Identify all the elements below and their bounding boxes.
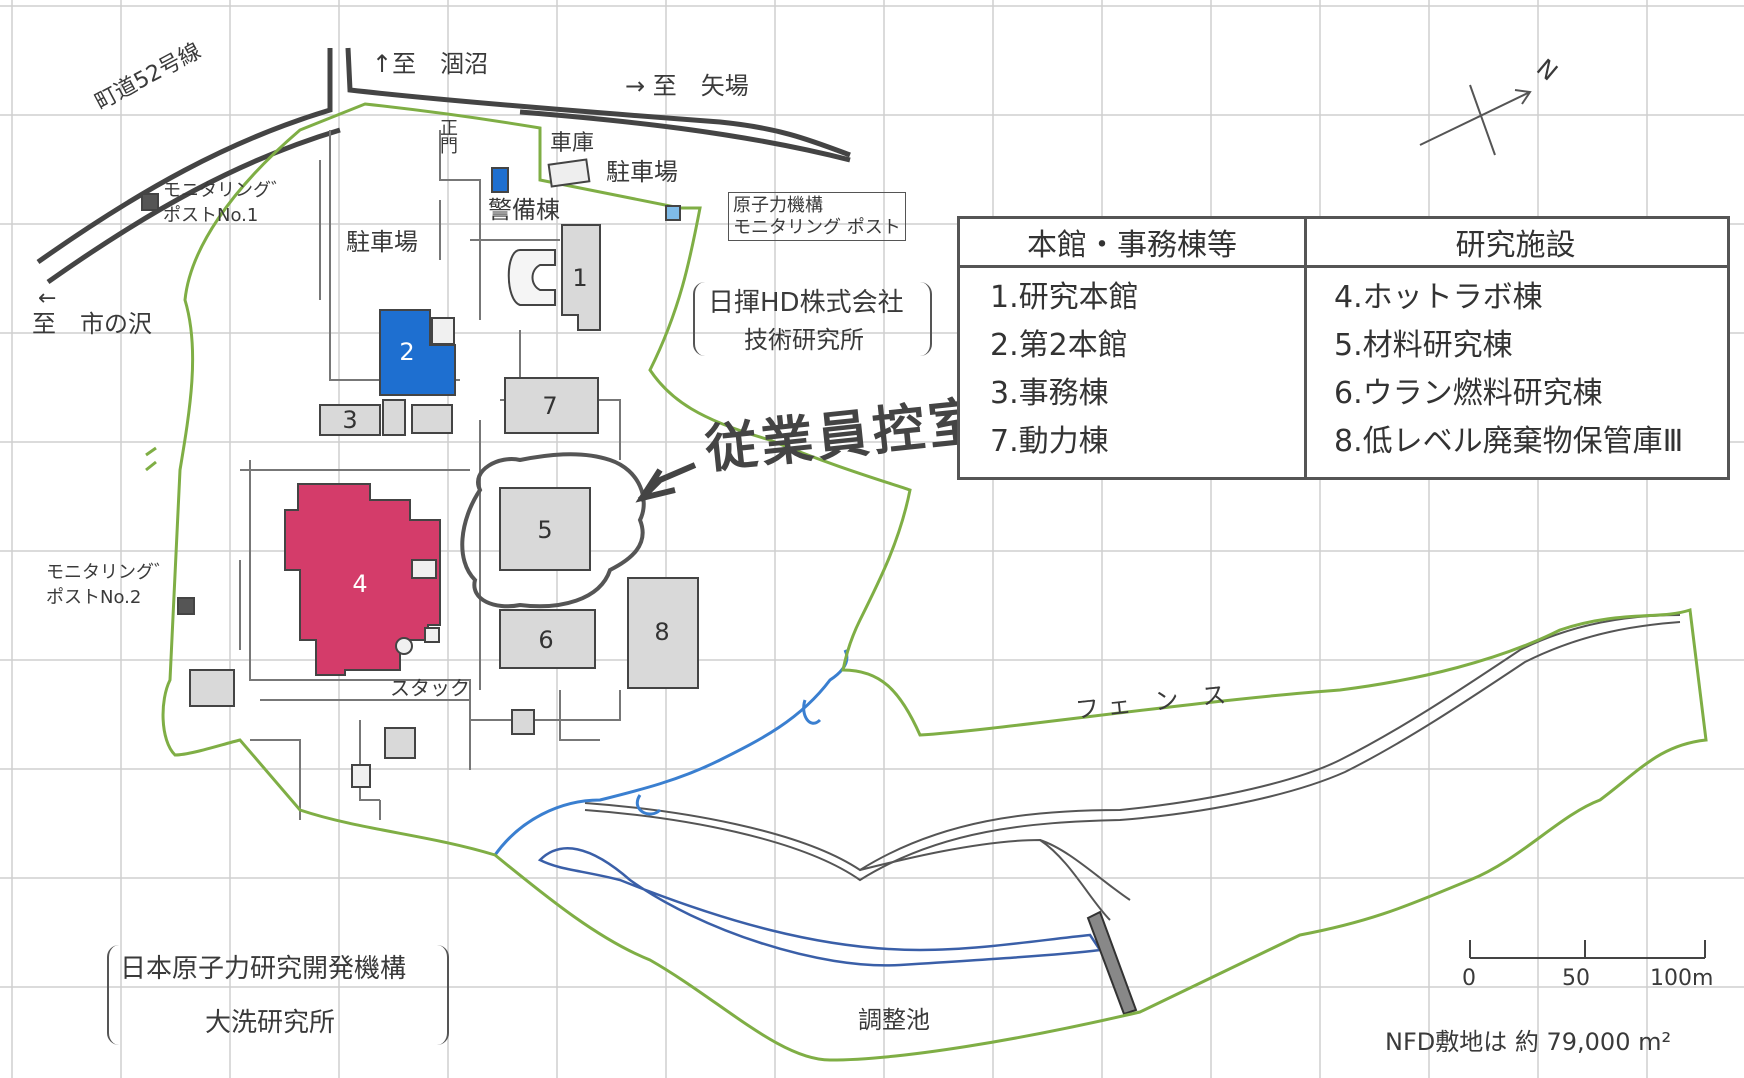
- legend-right-column: 研究施設 4.ホットラボ棟 5.材料研究棟 6.ウラン燃料研究棟 8.低レベル廃…: [1304, 219, 1727, 477]
- pond-road: [584, 614, 1681, 921]
- jaea-post-box: [665, 205, 681, 221]
- legend-item: 4.ホットラボ棟: [1334, 280, 1543, 315]
- scale-bar: [1469, 940, 1706, 959]
- town-road: [36, 47, 851, 285]
- building-5-number: 5: [537, 516, 553, 544]
- legend-left-header: 本館・事務棟等: [960, 219, 1304, 268]
- guard-building: [491, 167, 509, 193]
- pond-dam: [1086, 910, 1138, 1016]
- parking-north-label: 駐車場: [606, 158, 678, 186]
- legend-table: 本館・事務棟等 1.研究本館 2.第2本館 3.事務棟 7.動力棟 研究施設 4…: [957, 216, 1730, 480]
- small-building-s3: [351, 764, 371, 788]
- garage-building: [547, 158, 591, 188]
- building-4-number: 4: [352, 570, 368, 598]
- legend-right-header: 研究施設: [1304, 219, 1727, 268]
- monitoring-post-1-box: [141, 193, 159, 211]
- scale-tick-0: 0: [1462, 966, 1476, 991]
- buildings: [141, 158, 699, 788]
- handwritten-circle: [460, 452, 646, 609]
- building-7: [504, 377, 599, 434]
- building-3c: [411, 404, 453, 434]
- stream: [493, 649, 849, 856]
- building-3b: [382, 399, 406, 436]
- jaea-post-label: 原子力機構 モニタリング ポスト: [728, 192, 906, 242]
- legend-item: 6.ウラン燃料研究棟: [1334, 376, 1603, 411]
- building-6-number: 6: [538, 626, 554, 654]
- building-7-number: 7: [542, 392, 558, 420]
- gate-label: 正 門: [440, 118, 458, 157]
- building-8-number: 8: [654, 618, 670, 646]
- building-2-number: 2: [399, 338, 415, 366]
- small-building-sw: [189, 669, 235, 707]
- north-arrow: [1419, 84, 1532, 156]
- jaea-line2: 大洗研究所: [205, 1008, 336, 1038]
- building-1: [561, 224, 601, 331]
- garage-label: 車庫: [550, 131, 595, 156]
- area-note: NFD敷地は 約 79,000 m²: [1385, 1028, 1672, 1056]
- building-8: [627, 577, 699, 689]
- hitachi-lab-line1: 日揮HD株式会社: [708, 288, 904, 318]
- building-1-drive: [507, 249, 556, 306]
- building-1-number: 1: [572, 264, 588, 292]
- building-3-number: 3: [342, 406, 358, 434]
- building-2-annex: [431, 317, 455, 345]
- to-yaba-label: → 至 矢場: [625, 72, 749, 100]
- scale-tick-50: 50: [1562, 966, 1590, 991]
- small-building-s2: [511, 709, 535, 735]
- hitachi-lab-line2: 技術研究所: [744, 326, 864, 354]
- legend-left-list: 1.研究本館 2.第2本館 3.事務棟 7.動力棟: [960, 268, 1304, 466]
- to-ichinosawa-arrow: ←: [38, 286, 57, 311]
- hitachi-lab-bracket: [693, 282, 932, 356]
- stack: [395, 637, 413, 655]
- building-6: [499, 609, 596, 669]
- monitoring-post-1-label: モニタリング゛ ポストNo.1: [163, 180, 289, 227]
- legend-item: 2.第2本館: [990, 328, 1128, 363]
- to-hinuma-label: ↑至 涸沼: [372, 50, 489, 78]
- to-ichinosawa-label: 至 市の沢: [32, 310, 152, 338]
- jaea-bracket: [107, 945, 449, 1045]
- guard-building-label: 警備棟: [488, 196, 560, 224]
- pond-label: 調整池: [858, 1006, 930, 1034]
- small-building-s1: [384, 727, 416, 759]
- site-roads: [239, 130, 621, 820]
- monitoring-post-2-label: モニタリング゛ ポストNo.2: [46, 562, 172, 609]
- jaea-line1: 日本原子力研究開発機構: [120, 954, 407, 984]
- scale-tick-100: 100m: [1650, 966, 1714, 991]
- legend-item: 5.材料研究棟: [1334, 328, 1513, 363]
- legend-item: 1.研究本館: [990, 280, 1139, 315]
- building-4: [284, 483, 441, 676]
- building-5: [499, 487, 591, 571]
- legend-left-column: 本館・事務棟等 1.研究本館 2.第2本館 3.事務棟 7.動力棟: [960, 219, 1307, 477]
- building-4-annex: [411, 559, 437, 579]
- handwritten-arrow: [635, 462, 697, 503]
- legend-item: 8.低レベル廃棄物保管庫Ⅲ: [1334, 424, 1684, 459]
- stack-base: [424, 627, 440, 643]
- legend-item: 3.事務棟: [990, 376, 1109, 411]
- fence: [145, 102, 1708, 1062]
- legend-item: 7.動力棟: [990, 424, 1109, 459]
- stack-label: スタック: [390, 676, 470, 700]
- building-3: [319, 404, 381, 436]
- legend-right-list: 4.ホットラボ棟 5.材料研究棟 6.ウラン燃料研究棟 8.低レベル廃棄物保管庫…: [1304, 268, 1727, 466]
- parking-west-label: 駐車場: [346, 228, 418, 256]
- monitoring-post-2-box: [177, 597, 195, 615]
